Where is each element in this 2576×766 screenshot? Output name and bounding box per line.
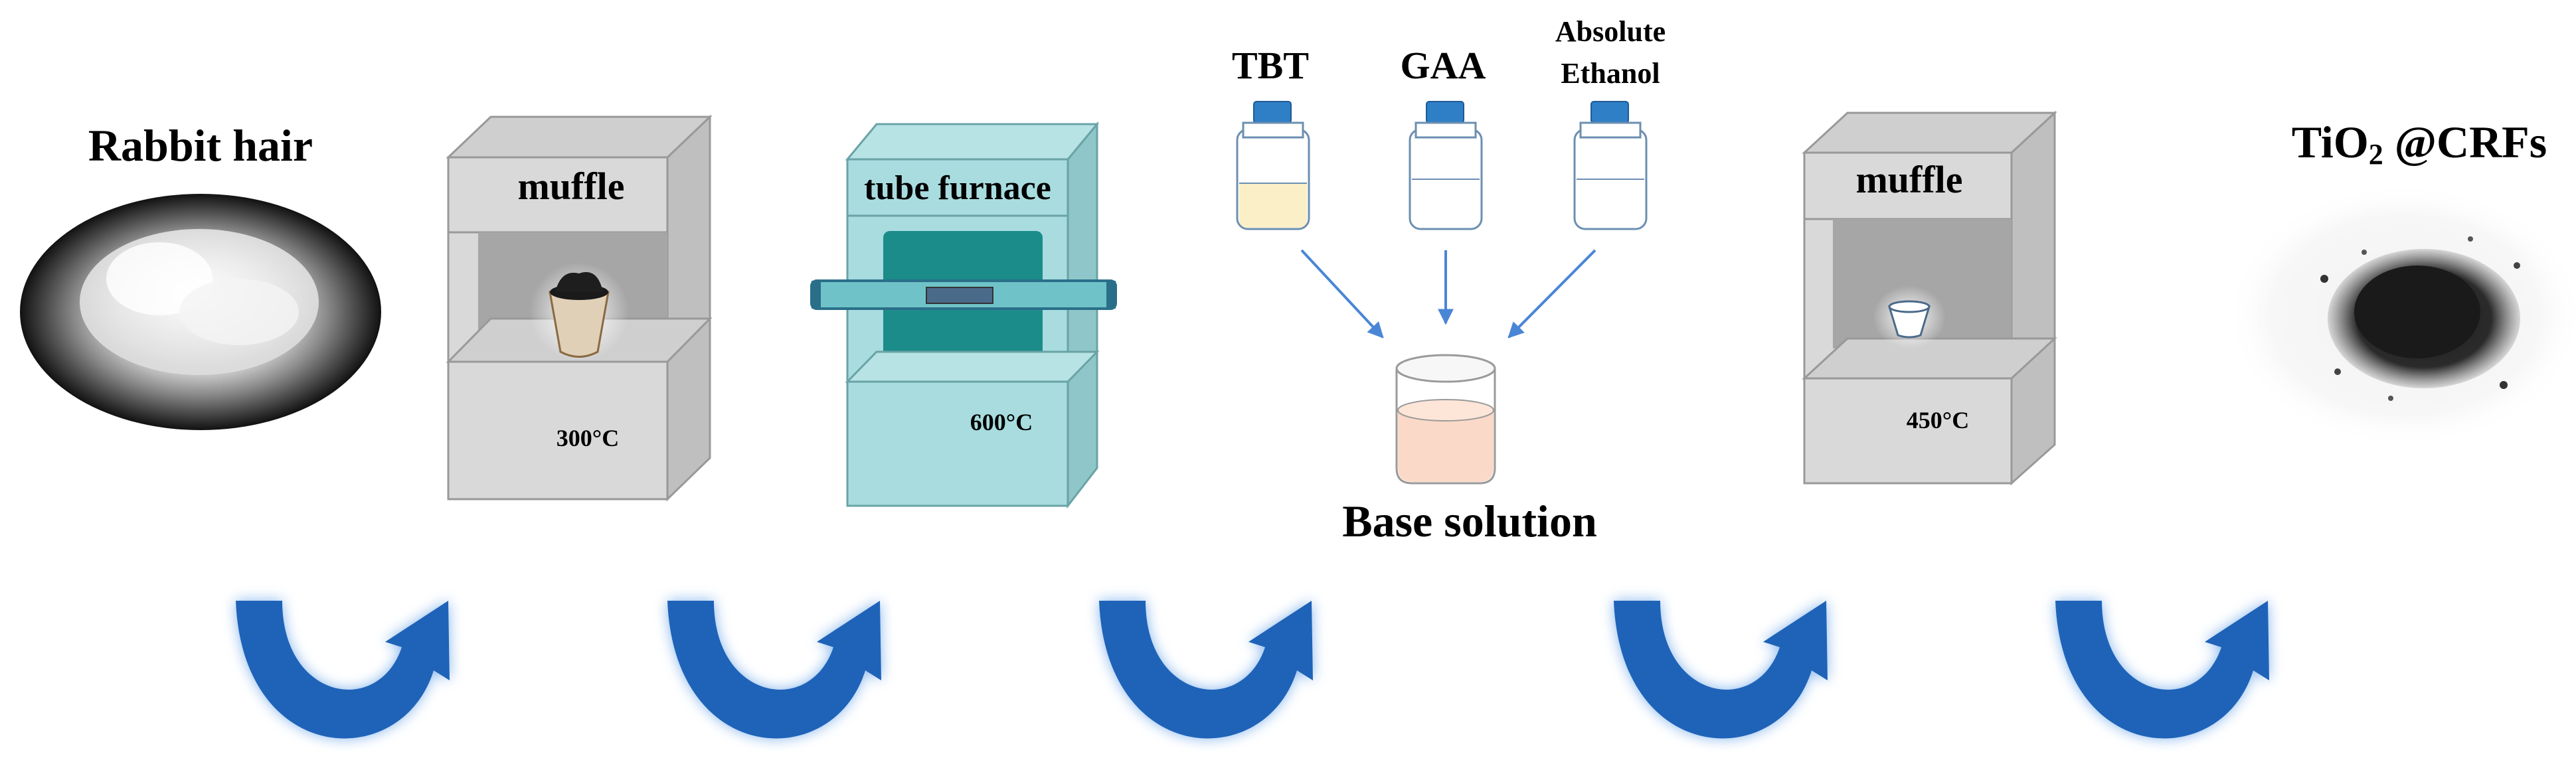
rabbit-hair-stage: Rabbit hair — [20, 120, 381, 430]
product-powder-photo — [2226, 183, 2576, 448]
arrow-tbt-to-base — [1300, 249, 1384, 339]
muffle-1-temperature: 300°C — [557, 425, 619, 451]
tube-furnace-temperature: 600°C — [970, 409, 1033, 435]
crucible-sample-2 — [1873, 285, 1946, 349]
muffle-1-label: muffle — [517, 165, 624, 208]
muffle-2-temperature: 450°C — [1907, 407, 1969, 433]
reagent-gaa: GAA — [1401, 44, 1486, 230]
product-label: TiO2 @CRFs — [2292, 117, 2547, 171]
arrow-ethanol-to-base — [1507, 249, 1596, 339]
step-arrow — [236, 601, 450, 739]
reagent-absolute-ethanol: Absolute Ethanol — [1555, 15, 1666, 230]
tbt-label: TBT — [1232, 44, 1309, 87]
muffle-furnace-1: muffle 300°C — [446, 114, 713, 502]
rabbit-hair-photo — [20, 194, 381, 430]
step-arrow — [1614, 601, 1828, 739]
base-solution-beaker: Base solution — [1342, 354, 1597, 546]
mixing-arrows — [1300, 249, 1596, 339]
tube-furnace-label: tube furnace — [864, 169, 1051, 207]
step-arrows — [236, 601, 2269, 739]
gaa-label: GAA — [1401, 44, 1486, 87]
crucible-charred-sample — [529, 262, 629, 362]
product-stage: TiO2 @CRFs — [2226, 117, 2576, 448]
ethanol-label-line1: Absolute — [1555, 15, 1666, 48]
muffle-2-label: muffle — [1855, 158, 1962, 201]
step-arrow — [2055, 601, 2269, 739]
muffle-furnace-2: muffle 450°C — [1802, 110, 2057, 486]
tube-furnace: tube furnace 600°C — [810, 121, 1117, 509]
quartz-tube — [810, 279, 1117, 310]
reagent-tbt: TBT — [1232, 44, 1310, 230]
step-arrow — [667, 601, 881, 739]
rabbit-hair-label: Rabbit hair — [88, 120, 313, 171]
base-solution-label: Base solution — [1342, 496, 1597, 546]
step-arrow — [1099, 601, 1313, 739]
ethanol-label-line2: Ethanol — [1561, 57, 1660, 90]
